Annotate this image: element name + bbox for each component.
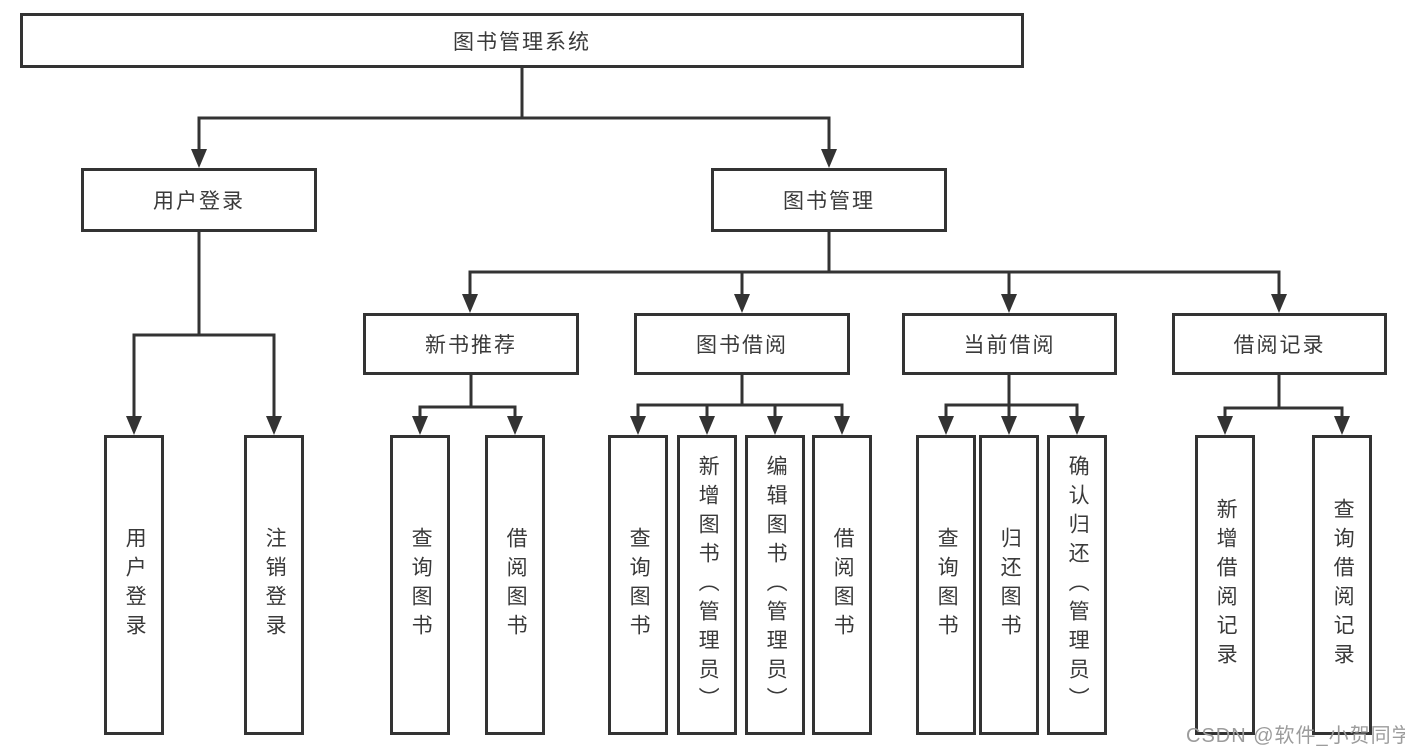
- node-book-management-label: 图书管理: [783, 190, 875, 213]
- leaf-cb-confirm-return-label: 确认归还（管理员）: [1066, 454, 1090, 716]
- leaf-br-add-record-label: 新增借阅记录: [1214, 498, 1238, 672]
- csdn-watermark: CSDN @软件_小贺同学: [1186, 725, 1405, 747]
- node-new-book-recommendation-label: 新书推荐: [425, 334, 517, 357]
- leaf-cb-query-book: 查询图书: [916, 435, 976, 735]
- leaf-user-login: 用户登录: [104, 435, 164, 735]
- leaf-bb-edit-book: 编辑图书（管理员）: [745, 435, 805, 735]
- leaf-br-query-record: 查询借阅记录: [1312, 435, 1372, 735]
- leaf-bb-query-book-label: 查询图书: [627, 527, 651, 643]
- node-current-borrow: 当前借阅: [902, 313, 1117, 375]
- leaf-br-query-record-label: 查询借阅记录: [1331, 498, 1355, 672]
- leaf-rec-query-book: 查询图书: [390, 435, 450, 735]
- node-user-login-label: 用户登录: [153, 190, 245, 213]
- leaf-rec-borrow-book: 借阅图书: [485, 435, 545, 735]
- leaf-cb-return-book-label: 归还图书: [998, 527, 1022, 643]
- leaf-cb-confirm-return: 确认归还（管理员）: [1047, 435, 1107, 735]
- leaf-bb-edit-book-label: 编辑图书（管理员）: [764, 454, 788, 716]
- node-user-login: 用户登录: [81, 168, 317, 232]
- node-book-borrowing: 图书借阅: [634, 313, 850, 375]
- node-borrow-records: 借阅记录: [1172, 313, 1387, 375]
- leaf-bb-borrow-book: 借阅图书: [812, 435, 872, 735]
- leaf-bb-add-book-label: 新增图书（管理员）: [696, 454, 720, 716]
- leaf-user-login-label: 用户登录: [123, 527, 147, 643]
- node-root-label: 图书管理系统: [453, 30, 591, 54]
- leaf-rec-borrow-book-label: 借阅图书: [504, 527, 528, 643]
- leaf-rec-query-book-label: 查询图书: [409, 527, 433, 643]
- node-new-book-recommendation: 新书推荐: [363, 313, 579, 375]
- node-book-borrowing-label: 图书借阅: [696, 334, 788, 357]
- leaf-bb-query-book: 查询图书: [608, 435, 668, 735]
- leaf-logout-label: 注销登录: [263, 527, 287, 643]
- node-borrow-records-label: 借阅记录: [1233, 334, 1326, 357]
- leaf-cb-return-book: 归还图书: [979, 435, 1039, 735]
- leaf-logout: 注销登录: [244, 435, 304, 735]
- arrowheads: [126, 149, 1350, 435]
- leaf-bb-borrow-book-label: 借阅图书: [831, 527, 855, 643]
- node-root: 图书管理系统: [20, 13, 1024, 68]
- node-current-borrow-label: 当前借阅: [963, 334, 1056, 357]
- leaf-bb-add-book: 新增图书（管理员）: [677, 435, 737, 735]
- leaf-cb-query-book-label: 查询图书: [935, 527, 959, 643]
- node-book-management: 图书管理: [711, 168, 947, 232]
- leaf-br-add-record: 新增借阅记录: [1195, 435, 1255, 735]
